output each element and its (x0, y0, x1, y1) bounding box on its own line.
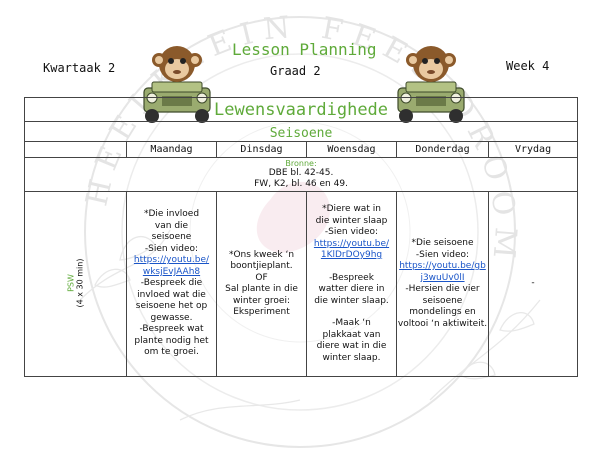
week-label: Week 4 (506, 59, 550, 73)
spacer (307, 307, 396, 318)
cell-line: Sal plante in die (225, 284, 298, 294)
cell-line: OF (255, 272, 268, 283)
cell-line: diere wat in die (316, 341, 387, 351)
thursday-cell: *Die seisoene -Sien video: https://youtu… (396, 191, 489, 377)
spacer (307, 262, 396, 273)
cell-line: invloed wat die (137, 289, 206, 300)
cell-line: plante nodig het (134, 335, 209, 346)
cell-line: -Bespreek die (140, 278, 203, 289)
cell-line: seisoene (422, 295, 463, 306)
corner-cell (24, 141, 127, 158)
cell-line: mondelings en (409, 307, 476, 317)
cell-line: -Sien video: (144, 243, 199, 254)
day-header-tuesday: Dinsdag (216, 141, 307, 158)
cell-line: winter slaap. (322, 352, 381, 363)
day-header-friday: Vrydag (487, 141, 579, 158)
video-link[interactable]: wksjEvJAAh8 (142, 266, 201, 277)
cell-line: *Ons kweek ‘n (228, 249, 295, 260)
term-label: Kwartaak 2 (43, 61, 116, 75)
cell-line: gewasse. (150, 312, 193, 323)
subject-name: PSW (66, 274, 76, 292)
video-link[interactable]: j3wuUv0lI (420, 272, 465, 283)
subject-duration: (4 x 30 min) (75, 258, 85, 308)
cell-line: - (531, 278, 535, 289)
cell-line: Eksperiment (233, 307, 290, 317)
cell-line: boontjieplant. (230, 261, 293, 271)
cell-line: van die (154, 220, 189, 231)
grade-label: Graad 2 (270, 64, 321, 78)
video-link[interactable]: 1KlDrDOy9hg (320, 250, 383, 260)
cell-line: watter diere in (318, 284, 385, 294)
cell-line: *Die invloed (143, 209, 200, 220)
day-header-monday: Maandag (126, 141, 217, 158)
resources-label: Bronne: (285, 159, 317, 168)
tuesday-cell: *Ons kweek ‘n boontjieplant. OF Sal plan… (216, 191, 307, 377)
wednesday-cell: *Diere wat in die winter slaap -Sien vid… (306, 191, 397, 377)
monday-cell: *Die invloed van die seisoene -Sien vide… (126, 191, 217, 377)
cell-line: -Bespreek (329, 272, 374, 283)
cell-line: seisoene het op (135, 301, 208, 312)
video-link[interactable]: https://youtu.be/gb (399, 261, 486, 271)
cell-line: *Die seisoene (411, 238, 474, 248)
cell-line: -Sien video: (415, 249, 470, 260)
subject-title: Lewensvaardighede (214, 99, 389, 120)
cell-line: -Bespreek wat (139, 324, 204, 335)
cell-line: -Hersien die vier (405, 284, 480, 294)
resources-cell: Bronne: DBE bl. 42-45. FW, K2, bl. 46 en… (23, 157, 579, 192)
day-header-thursday: Donderdag (396, 141, 489, 158)
subject-cell: PSW (4 x 30 min) (24, 191, 127, 377)
table-title-cell: Lewensvaardighede (23, 97, 579, 122)
video-link[interactable]: https://youtu.be/ (313, 238, 390, 249)
cell-line: voltooi ‘n aktiwiteit. (397, 318, 488, 329)
topic-title: Seisoene (269, 126, 333, 141)
resources-line: DBE bl. 42-45. (268, 168, 334, 178)
cell-line: om te groei. (144, 347, 199, 358)
cell-line: -Sien video: (324, 227, 379, 237)
cell-line: *Diere wat in (322, 204, 381, 214)
video-link[interactable]: https://youtu.be/ (133, 255, 210, 266)
cell-line: -Maak ‘n (332, 318, 371, 328)
cell-line: die winter slaap (315, 215, 388, 226)
lesson-plan-table: Lewensvaardighede Seisoene Maandag Dinsd… (23, 97, 579, 377)
cell-line: die winter slaap. (314, 295, 389, 306)
cell-line: winter groei: (233, 295, 290, 306)
topic-cell: Seisoene (23, 121, 579, 142)
subject-rotated: PSW (4 x 30 min) (67, 259, 85, 308)
friday-cell: - (487, 191, 579, 377)
cell-line: plakkaat van (322, 329, 381, 340)
cell-line: seisoene (151, 232, 192, 243)
page-title: Lesson Planning (232, 40, 377, 59)
day-header-wednesday: Woensdag (306, 141, 397, 158)
resources-line: FW, K2, bl. 46 en 49. (254, 179, 348, 189)
